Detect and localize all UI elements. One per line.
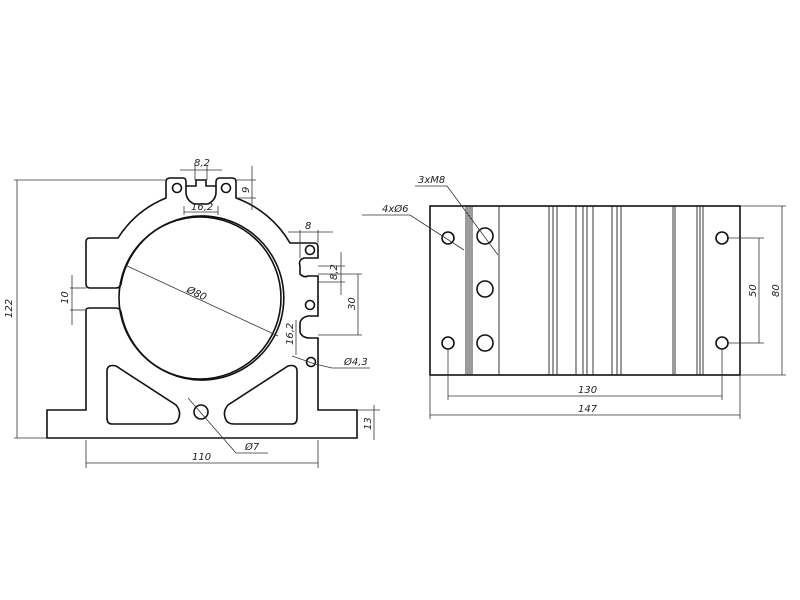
dim-slot-top-width: 8,2 (194, 158, 210, 169)
dim-slot-depth: 9 (241, 187, 252, 193)
dim-slot-bottom-width: 16,2 (191, 202, 213, 213)
tapped-hole (476, 227, 494, 245)
dim-side-slot-bottom-width: 16,2 (285, 323, 296, 345)
top-t-slot (185, 186, 217, 205)
left-pocket (106, 364, 181, 425)
dim-base-width: 110 (192, 452, 211, 463)
side-view: 3xM8 4xØ6 50 80 130 147 (362, 175, 786, 419)
dim-side-slot-width: 8,2 (329, 264, 340, 280)
top-hole-left (171, 182, 183, 194)
dim-small-hole: Ø4,3 (343, 356, 368, 368)
front-view: 110 122 10 Ø80 8,2 16,2 9 8 8,2 30 16,2 … (4, 158, 380, 468)
side-view-outline (429, 205, 741, 376)
mount-hole (441, 336, 455, 350)
side-hole-3 (305, 356, 317, 368)
dim-hole-pitch-vertical: 50 (748, 284, 759, 297)
bore (118, 216, 282, 380)
dim-side-slot-offset: 8 (305, 221, 311, 232)
mount-hole (715, 231, 729, 245)
dim-hole-pitch-horizontal: 130 (578, 385, 597, 396)
tapped-hole (476, 334, 494, 352)
dim-height: 80 (771, 284, 782, 297)
side-hole-1 (304, 244, 316, 256)
dim-base-height: 13 (363, 417, 374, 430)
front-view-outline (46, 177, 358, 439)
dim-bore-diameter: Ø80 (184, 283, 209, 303)
profile-lines (465, 206, 704, 375)
dim-side-slot-pitch: 30 (347, 297, 358, 310)
dim-split-gap: 10 (60, 291, 71, 304)
top-hole-right (220, 182, 232, 194)
right-pocket (223, 364, 298, 425)
tapped-hole (476, 280, 494, 298)
dim-overall-height: 122 (4, 299, 15, 318)
center-hole (193, 404, 209, 420)
dim-tapped-holes: 3xM8 (418, 175, 445, 186)
dim-mount-holes: 4xØ6 (382, 203, 409, 215)
dim-center-hole: Ø7 (244, 441, 260, 453)
side-hole-2 (304, 299, 316, 311)
dim-length: 147 (578, 404, 598, 415)
mount-hole (715, 336, 729, 350)
mount-hole (441, 231, 455, 245)
